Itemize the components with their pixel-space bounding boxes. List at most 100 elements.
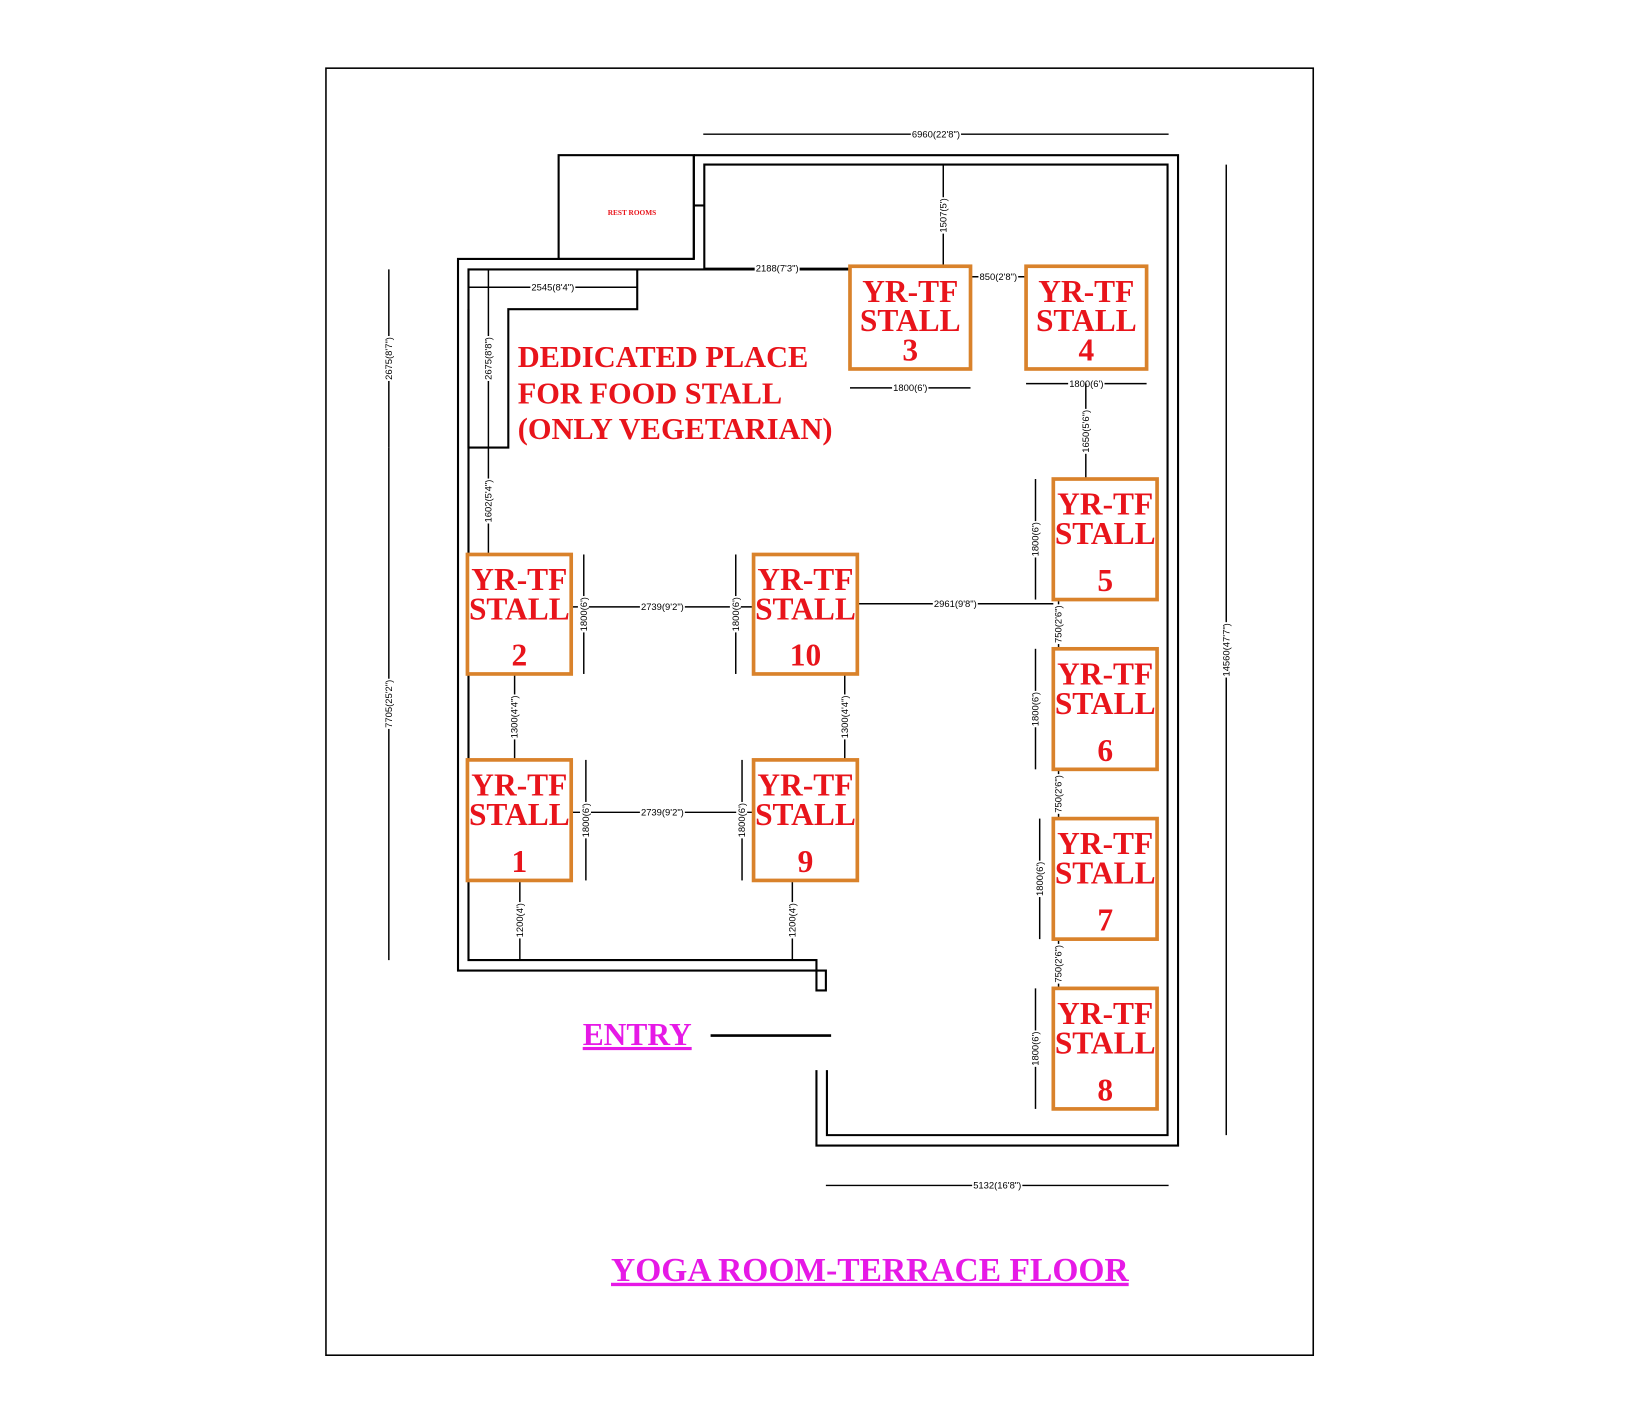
stall-number: 2: [511, 638, 527, 673]
counter-l-shape: [467, 269, 639, 449]
stall-box: [1051, 477, 1159, 602]
stall-box: [1051, 986, 1159, 1111]
dimension: 1800(6'): [730, 554, 741, 674]
label-bg: [754, 262, 800, 274]
dimension-label: 1507(5'): [937, 198, 948, 232]
dimension: 1800(6'): [1029, 988, 1041, 1109]
dimension: 2188(7'3"): [704, 262, 850, 274]
dimension-label: 1800(6'): [1034, 862, 1045, 896]
dimension: 1800(6'): [736, 759, 748, 881]
stall-number: 3: [902, 333, 918, 368]
note-line: FOR FOOD STALL: [518, 377, 782, 411]
label-bg: [577, 596, 589, 633]
dimension-label: 1800(6'): [893, 382, 927, 393]
label-bg: [1220, 622, 1232, 678]
dimension-label: 7705(25'2"): [383, 680, 394, 728]
dimension-label: 1800(6'): [1030, 522, 1041, 556]
dimension-label: 1800(6'): [736, 803, 747, 837]
drawing-frame: [325, 67, 1315, 1356]
dimension: 2675(8'7"): [382, 269, 394, 448]
stall-box: [848, 264, 973, 371]
label-bg: [382, 678, 394, 729]
dimension: 1800(6'): [1029, 648, 1041, 770]
stall-number: 1: [511, 844, 527, 879]
dimension: 1800(6'): [580, 759, 592, 881]
note-line: DEDICATED PLACE: [518, 340, 809, 374]
dimension-label: 2545(8'4"): [531, 281, 574, 292]
dimension-label: 1300(4'4"): [509, 696, 520, 739]
label-bg: [892, 381, 929, 393]
dimension-label: 1650(5'6"): [1080, 410, 1091, 453]
label-bg: [580, 801, 592, 839]
stall-number: 10: [790, 638, 821, 673]
stall-line2: STALL: [860, 303, 961, 338]
stall-line2: STALL: [469, 591, 570, 626]
label-bg: [972, 1179, 1023, 1191]
dimension-label: 1602(5'4"): [483, 480, 494, 523]
dimension-label: 2675(8'7"): [383, 337, 394, 380]
stall-box: [751, 758, 860, 883]
dimension: 750(2'6"): [1053, 599, 1064, 649]
stall-number: 7: [1097, 903, 1113, 938]
dimension-label: 2739(9'2"): [641, 806, 684, 817]
label-bg: [937, 197, 949, 234]
dimension: 6960(22'8"): [703, 128, 1169, 140]
label-bg: [1068, 377, 1105, 389]
dimension-label: 1800(6'): [730, 597, 741, 631]
dimension: 2739(9'2"): [571, 806, 754, 818]
stall-line1: YR-TF: [1038, 274, 1134, 309]
dimension-label: 750(2'6"): [1053, 605, 1064, 643]
stall-line1: YR-TF: [1057, 487, 1153, 522]
dimension: 2545(8'4"): [468, 281, 638, 293]
label-bg: [639, 806, 685, 818]
dimension-label: 2188(7'3"): [756, 263, 799, 274]
stall-box: [1051, 646, 1159, 772]
rest-rooms-label: REST ROOMS: [608, 208, 657, 217]
dimension: 1800(6'): [577, 554, 589, 674]
dimension-label: 2961(9'8"): [934, 598, 977, 609]
dimension: 850(2'8"): [970, 270, 1027, 282]
dimension: 1650(5'6"): [1079, 383, 1091, 480]
stall-line1: YR-TF: [757, 562, 853, 597]
stall-box: [751, 552, 860, 676]
stall-box: [1051, 816, 1159, 941]
stall-line2: STALL: [1055, 1025, 1156, 1060]
label-bg: [838, 694, 850, 740]
stall-line1: YR-TF: [471, 562, 567, 597]
label-bg: [1029, 521, 1041, 558]
dimension: 2675(8'8"): [483, 269, 494, 448]
stall-line2: STALL: [1055, 686, 1156, 721]
note-line: (ONLY VEGETARIAN): [518, 412, 833, 446]
dimension: 2739(9'2"): [571, 601, 754, 613]
stall-number: 6: [1097, 733, 1113, 768]
label-bg: [1052, 943, 1064, 984]
label-bg: [1079, 408, 1091, 454]
inner-wall-right: [703, 163, 1169, 1137]
dimension-label: 1800(6'): [1030, 692, 1041, 726]
stall-line2: STALL: [1055, 856, 1156, 891]
dimension: 1300(4'4"): [838, 673, 850, 760]
dimension-label: 1800(6'): [1069, 378, 1103, 389]
dimension-label: 1200(4'): [786, 903, 797, 937]
outer-wall-right: [693, 154, 1180, 1147]
dimension: 7705(25'2"): [382, 447, 394, 961]
stall-line2: STALL: [1036, 303, 1137, 338]
label-bg: [513, 902, 525, 939]
stall-number: 9: [798, 844, 814, 879]
label-bg: [1033, 860, 1045, 898]
dimension: 750(2'6"): [1052, 939, 1064, 989]
label-bg: [1052, 774, 1064, 814]
stall-number: 4: [1078, 333, 1094, 368]
dimension-label: 5132(16'8"): [973, 1180, 1021, 1191]
dimension-label: 14560(47'7"): [1220, 623, 1231, 676]
dimension: 5132(16'8"): [825, 1179, 1169, 1191]
label-bg: [508, 694, 520, 740]
dimension-label: 6960(22'8"): [912, 128, 960, 139]
stall-box: [465, 552, 574, 676]
